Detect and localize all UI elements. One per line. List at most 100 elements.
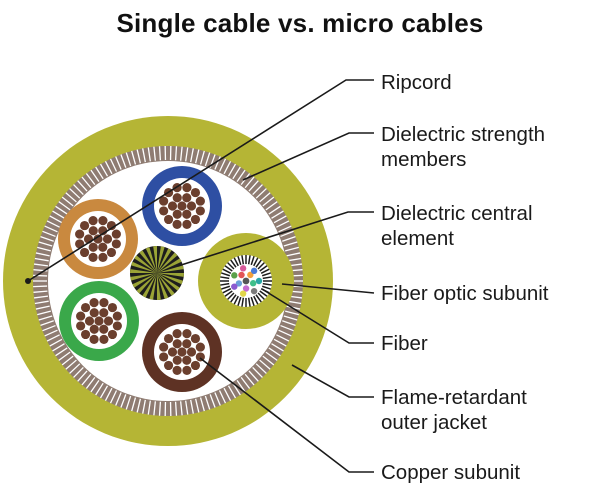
strength-member-strand [158, 401, 162, 416]
copper-wire [172, 365, 182, 375]
label-dielectric-strength-members: Dielectric strength members [381, 123, 546, 171]
strength-member-strand [227, 163, 237, 177]
strength-member-strand [61, 355, 74, 366]
copper-wire [177, 201, 187, 211]
strength-member-strand [153, 401, 156, 416]
strength-member-strand [262, 355, 275, 366]
strength-member-strand [104, 161, 113, 175]
central-element-segment [157, 273, 175, 296]
central-element-segment [157, 273, 161, 300]
dielectric-central-element [130, 246, 184, 300]
strength-member-strand [37, 310, 51, 316]
copper-wire [79, 247, 90, 258]
copper-wire [76, 311, 86, 321]
strength-member-strand [69, 363, 81, 374]
copper-wire [190, 360, 201, 371]
copper-wire [195, 206, 205, 216]
strength-member-strand [125, 152, 132, 167]
copper-wire [172, 329, 182, 339]
strength-member-strand [90, 379, 100, 393]
copper-wire [111, 229, 121, 239]
central-element-segment [157, 248, 172, 273]
copper-wire [99, 298, 109, 308]
strength-member-strand [271, 343, 284, 352]
strength-member-strand [77, 370, 88, 382]
copper-wire [88, 252, 98, 262]
strength-member-strand [190, 399, 194, 414]
copper-wire [103, 316, 114, 326]
strength-member-strand [125, 395, 132, 410]
strength-member-strand [174, 401, 178, 416]
central-element-segment [131, 261, 157, 273]
strength-member-strand [190, 148, 194, 163]
strength-member-strand [282, 320, 296, 327]
strength-member-strand [276, 220, 290, 228]
leader-ripcord [27, 79, 374, 282]
strength-member-strand [283, 315, 298, 321]
leader-central-element [177, 211, 374, 267]
copper-wire [88, 226, 98, 236]
strength-member-strand [236, 169, 246, 183]
copper-wire [76, 321, 86, 331]
copper-wire [99, 334, 109, 344]
optical-fiber [231, 283, 238, 290]
strength-member-strand [99, 385, 109, 399]
central-element-segment [142, 273, 157, 298]
strength-member-strand [255, 188, 267, 199]
copper-wire [89, 334, 99, 344]
central-element-segment [157, 273, 180, 291]
optical-fiber [242, 285, 250, 292]
strength-member-strand [285, 310, 299, 316]
strength-member-strand [120, 154, 127, 168]
copper-wire [112, 321, 122, 331]
copper-wire [159, 342, 169, 352]
strength-member-strand [232, 166, 241, 180]
strength-member-strand [287, 300, 302, 305]
strength-member-strand [280, 230, 294, 238]
strength-member-strand [268, 205, 281, 215]
copper-wire [112, 311, 122, 321]
copper-wire [172, 209, 182, 219]
label-copper-subunit: Copper subunit [381, 461, 521, 484]
strength-member-strand [252, 184, 263, 196]
strength-member-strand [37, 246, 51, 252]
strength-member-strand [34, 257, 49, 262]
strength-member-strand [265, 351, 278, 361]
leader-lines [25, 79, 375, 473]
copper-wire [195, 342, 205, 352]
central-element-segment [157, 273, 184, 277]
strength-member-strand [40, 320, 54, 327]
label-fiber: Fiber [381, 332, 428, 355]
strength-member-strand [40, 235, 54, 242]
strength-member-strand [218, 158, 227, 172]
copper-wire [182, 193, 192, 203]
strength-member-strand [209, 394, 216, 408]
leader-copper-subunit [199, 357, 374, 473]
strength-member-strand [104, 387, 113, 401]
strength-member-strand [276, 334, 290, 342]
strength-member-strand [244, 373, 255, 386]
optical-fiber [239, 290, 247, 297]
copper-subunit-maroon [142, 312, 222, 392]
copper-wire [159, 352, 169, 362]
central-element-segment [139, 250, 157, 273]
strength-member-strand [95, 382, 104, 396]
strength-member-strand [90, 169, 100, 183]
strength-member-strand [185, 400, 189, 415]
strength-member-strand [58, 351, 71, 361]
strength-member-strand [115, 156, 122, 170]
strength-member-strand [49, 215, 63, 224]
copper-wire [186, 201, 197, 211]
strength-member-strand [214, 392, 221, 406]
copper-wire [89, 308, 99, 318]
central-element-segment [157, 258, 182, 273]
copper-wire [99, 324, 109, 334]
strength-member-strand [136, 149, 142, 164]
strength-member-strand [278, 329, 292, 337]
copper-wire [80, 302, 91, 313]
strength-member-strand [223, 161, 232, 175]
central-element-segment [130, 269, 157, 273]
leader-fiber [261, 288, 374, 344]
copper-wire [88, 216, 98, 226]
